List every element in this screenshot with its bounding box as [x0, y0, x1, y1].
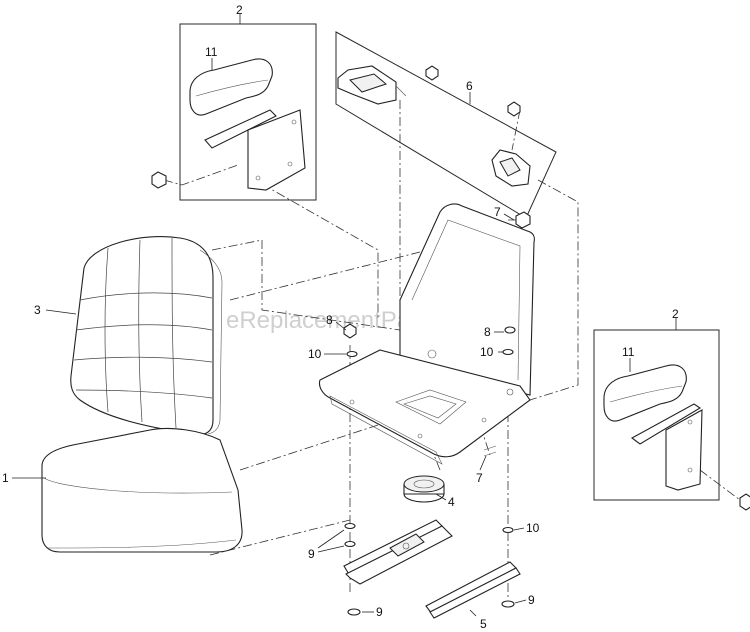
- callout-10-left: 10: [308, 347, 322, 361]
- armrest-group-box-right: [593, 329, 720, 501]
- armrest-right: [603, 364, 750, 511]
- seat-frame: [318, 203, 535, 465]
- callout-7-bottom: 7: [476, 471, 483, 485]
- callout-9-right: 9: [528, 593, 535, 607]
- seat-belt-group-box: [335, 31, 557, 219]
- callout-4: 4: [448, 495, 455, 509]
- callout-3: 3: [34, 303, 41, 317]
- callout-2-top: 2: [236, 3, 243, 17]
- callout-11-top: 11: [205, 45, 218, 59]
- armrest-group-box-top: [179, 23, 317, 201]
- slide-rails: [343, 519, 521, 619]
- seat-back-cushion: [70, 236, 223, 436]
- callout-10-right: 10: [480, 345, 494, 359]
- callout-10-bottom: 10: [526, 521, 540, 535]
- callout-11-right: 11: [622, 345, 635, 359]
- armrest-top: [151, 58, 306, 191]
- callout-leaders: [12, 14, 677, 617]
- callout-9-mid: 9: [308, 547, 315, 561]
- callout-5: 5: [480, 617, 487, 631]
- callout-1: 1: [2, 471, 9, 485]
- callout-2-right: 2: [672, 307, 679, 321]
- callout-6: 6: [466, 79, 473, 93]
- hardware: [343, 323, 516, 616]
- seat-bottom-cushion: [41, 427, 243, 553]
- callout-labels: 2 11 6 7 3 8 8 10 10 2 11 1 7 4 10 9 9 9…: [2, 3, 679, 631]
- swivel-plate: [403, 475, 445, 503]
- seat-belt: [337, 65, 531, 187]
- callout-8-right: 8: [484, 325, 491, 339]
- callout-9-left: 9: [376, 605, 383, 619]
- callout-8-left: 8: [326, 313, 333, 327]
- callout-7-top: 7: [494, 205, 501, 219]
